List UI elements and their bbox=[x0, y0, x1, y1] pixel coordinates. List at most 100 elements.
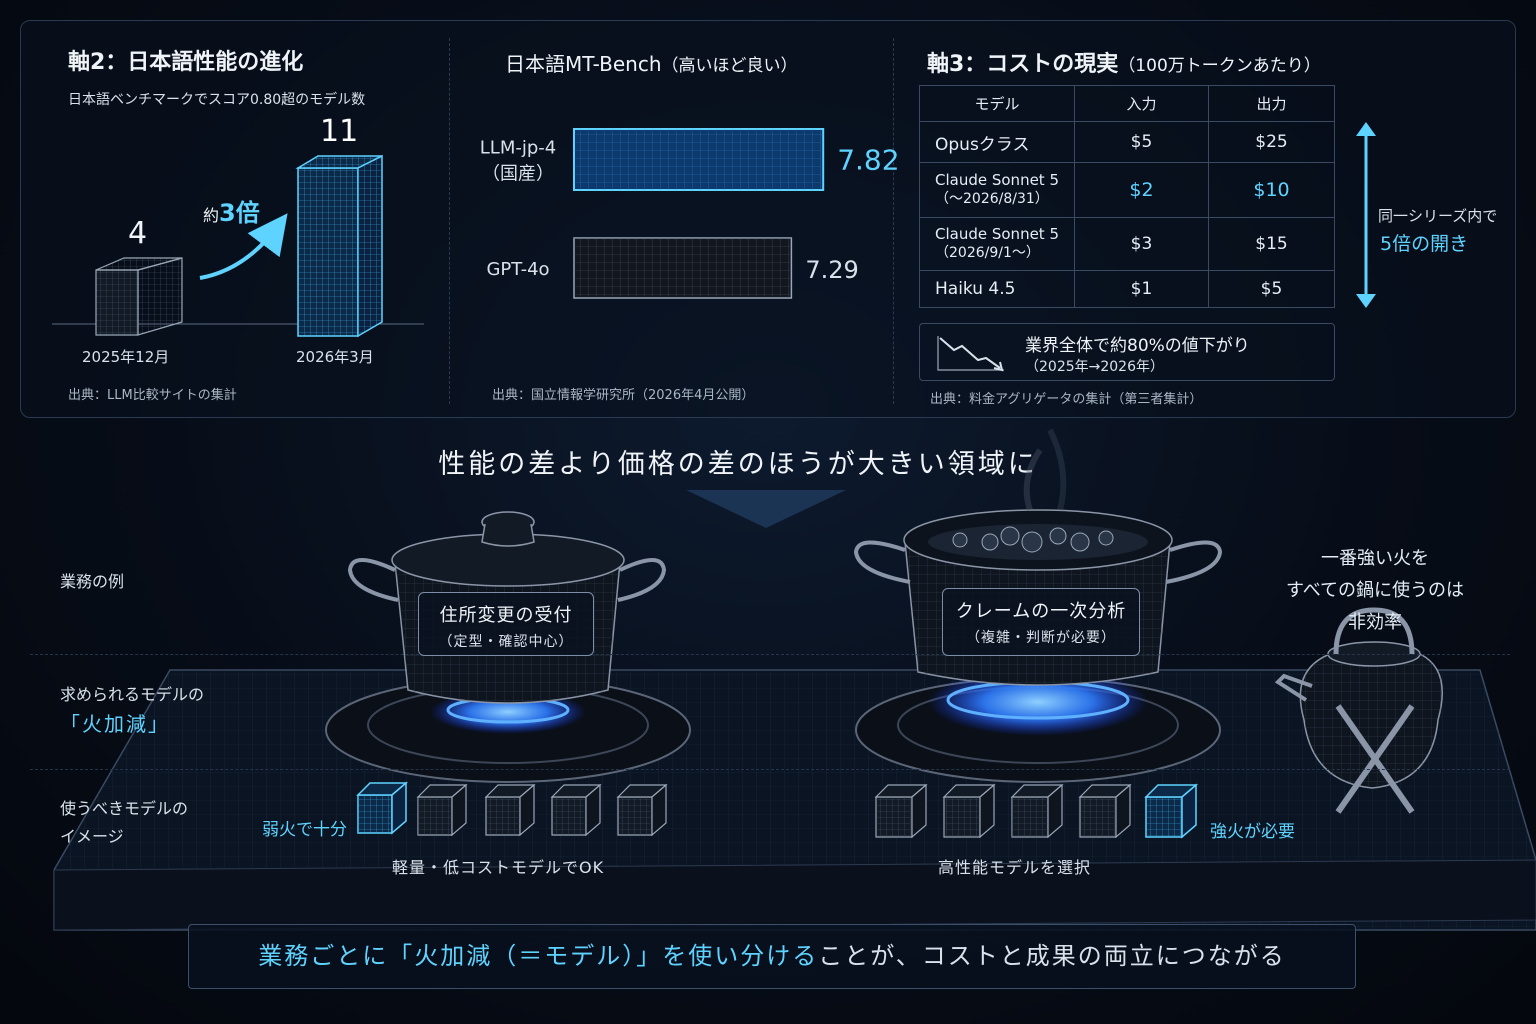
mtbench-source: 出典：国立情報学研究所（2026年4月公開） bbox=[492, 388, 755, 403]
growth-arrow bbox=[199, 213, 288, 280]
cube-left-selected bbox=[356, 781, 409, 835]
mtbench-title: 日本語MT-Bench（高いほど良い） bbox=[505, 48, 798, 77]
price-drop-note bbox=[919, 323, 1335, 381]
axis2-source: 出典：LLM比較サイトの集計 bbox=[68, 388, 237, 403]
kettle-note: 一番強い火を すべての鍋に使うのは 非効率 bbox=[1260, 543, 1490, 639]
bar-category-label-1-0: GPT-4o bbox=[486, 259, 549, 280]
growth-value: 3倍 bbox=[219, 199, 260, 227]
kettle-note-line3: 非効率 bbox=[1348, 612, 1402, 633]
row-label-model-line1: 使うべきモデルの bbox=[60, 799, 189, 818]
cell-model: Claude Sonnet 5 （〜2026/8/31） bbox=[919, 162, 1075, 218]
cell-model-name: Claude Sonnet 5 bbox=[935, 225, 1059, 243]
row-label-model-line2: イメージ bbox=[60, 827, 124, 846]
cube-left-4 bbox=[550, 783, 602, 837]
axis2-before-label: 2025年12月 bbox=[82, 348, 170, 366]
divider bbox=[449, 38, 450, 404]
conclusion-highlight: 業務ごとに「火加減（＝モデル）」を使い分ける bbox=[258, 942, 819, 970]
growth-prefix: 約 bbox=[203, 206, 220, 225]
cube-right-4 bbox=[1078, 783, 1132, 839]
side-note-line2: 5倍の開き bbox=[1380, 233, 1469, 255]
axis2-after-value: 11 bbox=[320, 114, 359, 149]
cell-input: $5 bbox=[1074, 121, 1209, 163]
pot-label-left: 住所変更の受付 （定型・確認中心） bbox=[418, 592, 594, 656]
note-line1: 業界全体で約80%の値下がり bbox=[1025, 336, 1250, 356]
table-row: Opusクラス $5 $25 bbox=[919, 121, 1335, 163]
pot-right-sub: （複雑・判断が必要） bbox=[966, 630, 1116, 646]
conclusion-rest: ことが、コストと成果の両立につながる bbox=[818, 942, 1286, 970]
divider bbox=[893, 38, 894, 404]
col-input: 入力 bbox=[1074, 85, 1209, 122]
kettle-note-line1: 一番強い火を bbox=[1321, 548, 1429, 569]
right-model-tag: 強火が必要 bbox=[1210, 822, 1295, 842]
bar-category-label-0-0: LLM-jp-4 bbox=[480, 138, 556, 159]
cell-output: $10 bbox=[1208, 162, 1335, 218]
headline: 性能の差より価格の差のほうが大きい領域に bbox=[438, 449, 1038, 480]
cell-model: Claude Sonnet 5 （2026/9/1〜） bbox=[919, 217, 1075, 271]
model-cubes bbox=[356, 781, 1199, 839]
row-divider bbox=[30, 654, 1510, 655]
axis3-title-sub: （100万トークンあたり） bbox=[1118, 56, 1321, 76]
kettle-icon bbox=[1274, 607, 1444, 814]
right-caption: 高性能モデルを選択 bbox=[938, 858, 1092, 877]
cube-right-3 bbox=[1010, 783, 1064, 839]
bar-value-label-1: 7.29 bbox=[805, 256, 858, 284]
pot-left-title: 住所変更の受付 bbox=[439, 605, 573, 626]
note-line2: （2025年→2026年） bbox=[1025, 359, 1164, 375]
axis2-before-value: 4 bbox=[128, 216, 148, 251]
row-label-heat-line2: 「火加減」 bbox=[60, 712, 170, 736]
bar-grid-0 bbox=[574, 129, 824, 190]
row-label-heat-line1: 求められるモデルの bbox=[60, 685, 205, 704]
cell-model: Opusクラス bbox=[919, 121, 1075, 163]
side-note-line1: 同一シリーズ内で bbox=[1378, 207, 1498, 225]
table-row: Claude Sonnet 5 （〜2026/8/31） $2 $10 bbox=[919, 162, 1335, 218]
mtbench-chart: 7.82 LLM-jp-4 （国産） 7.29 GPT-4o bbox=[480, 128, 900, 299]
bar-grid-1 bbox=[574, 238, 792, 298]
cell-input: $2 bbox=[1074, 162, 1209, 218]
pot-label-right: クレームの一次分析 （複雑・判断が必要） bbox=[942, 588, 1140, 656]
mtbench-title-sub: （高いほど良い） bbox=[661, 56, 798, 76]
table-row: Haiku 4.5 $1 $5 bbox=[919, 270, 1335, 308]
cube-2025 bbox=[95, 257, 183, 336]
axis2-subtitle: 日本語ベンチマークでスコア0.80超のモデル数 bbox=[68, 92, 366, 108]
table-header-row: モデル 入力 出力 bbox=[919, 85, 1335, 122]
cell-output: $15 bbox=[1208, 217, 1335, 271]
axis3-title-main: 軸3：コストの現実 bbox=[927, 52, 1119, 77]
bar-value-label-0: 7.82 bbox=[837, 144, 899, 177]
axis2-growth: 約3倍 bbox=[203, 193, 260, 228]
bar-category-label-0-1: （国産） bbox=[482, 164, 554, 185]
cell-model: Haiku 4.5 bbox=[919, 270, 1075, 308]
cost-table: モデル 入力 出力 Opusクラス $5 $25 Claude Sonnet 5… bbox=[919, 85, 1335, 308]
cube-left-3 bbox=[484, 783, 536, 837]
axis3-source: 出典：料金アグリゲータの集計（第三者集計） bbox=[930, 392, 1203, 407]
cell-model-period: （〜2026/8/31） bbox=[935, 191, 1049, 207]
cell-model-period: （2026/9/1〜） bbox=[935, 245, 1040, 261]
left-caption: 軽量・低コストモデルでOK bbox=[392, 858, 605, 877]
kettle-note-line2: すべての鍋に使うのは bbox=[1285, 580, 1465, 601]
col-model: モデル bbox=[919, 85, 1075, 122]
cube-left-2 bbox=[416, 783, 468, 837]
cube-right-1 bbox=[874, 783, 928, 839]
pot-left-sub: （定型・確認中心） bbox=[438, 634, 574, 650]
cube-right-selected bbox=[1144, 783, 1199, 839]
conclusion-bar: 業務ごとに「火加減（＝モデル）」を使い分けることが、コストと成果の両立につながる bbox=[188, 924, 1356, 989]
row-divider bbox=[30, 769, 1510, 770]
mtbench-title-main: 日本語MT-Bench bbox=[505, 52, 662, 76]
cell-model-name: Claude Sonnet 5 bbox=[935, 171, 1059, 189]
pot-right-title: クレームの一次分析 bbox=[955, 601, 1127, 622]
axis2-cubes-graphic bbox=[52, 154, 424, 338]
double-arrow-icon bbox=[1356, 122, 1376, 308]
cube-2026 bbox=[295, 154, 383, 338]
cube-right-2 bbox=[942, 783, 996, 839]
cell-output: $5 bbox=[1208, 270, 1335, 308]
cell-input: $1 bbox=[1074, 270, 1209, 308]
axis2-after-label: 2026年3月 bbox=[296, 348, 374, 366]
row-label-tasks: 業務の例 bbox=[60, 572, 125, 591]
trend-down-icon bbox=[937, 336, 1004, 372]
cell-output: $25 bbox=[1208, 121, 1335, 163]
table-row: Claude Sonnet 5 （2026/9/1〜） $3 $15 bbox=[919, 217, 1335, 271]
axis2-title: 軸2：日本語性能の進化 bbox=[68, 50, 304, 75]
axis3-title: 軸3：コストの現実（100万トークンあたり） bbox=[927, 46, 1321, 78]
cell-input: $3 bbox=[1074, 217, 1209, 271]
left-model-tag: 弱火で十分 bbox=[262, 820, 347, 840]
cube-left-5 bbox=[616, 783, 668, 837]
